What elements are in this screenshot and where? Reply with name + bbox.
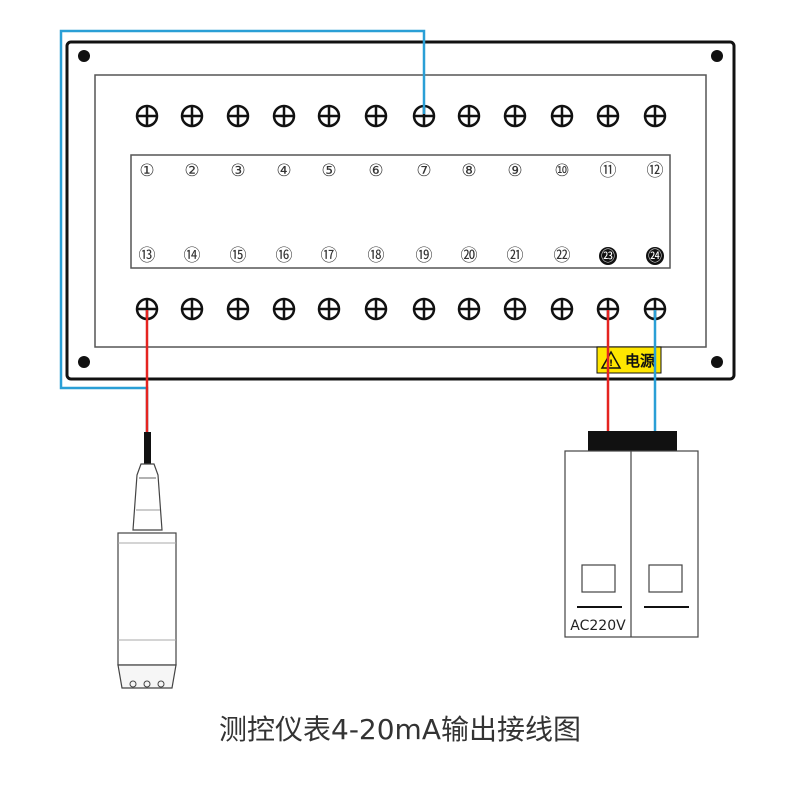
terminal-screw <box>457 297 481 321</box>
svg-text:!: ! <box>609 359 613 369</box>
terminal-number: ⑭ <box>184 246 201 266</box>
terminal-screw <box>272 104 296 128</box>
terminal-number-strip <box>130 154 671 269</box>
terminal-number: ⑫ <box>647 161 664 181</box>
terminal-number: ⑰ <box>321 246 338 266</box>
terminal-screw <box>364 104 388 128</box>
terminal-number: ㉓ <box>601 249 615 265</box>
terminal-screw <box>226 104 250 128</box>
terminal-number: ⑪ <box>600 161 617 181</box>
top-number-row: ① ② ③ ④ ⑤ ⑥ ⑦ ⑧ ⑨ ⑩ ⑪ ⑫ <box>139 161 663 181</box>
terminal-screw <box>135 104 159 128</box>
terminal-highlight <box>599 247 617 265</box>
terminal-number: ② <box>184 161 199 181</box>
pressure-transmitter <box>117 463 177 689</box>
terminal-screw <box>317 104 341 128</box>
terminal-number: ③ <box>230 161 245 181</box>
terminal-screw <box>317 297 341 321</box>
sensor-cable <box>144 432 151 464</box>
terminal-number: ⑨ <box>507 161 522 181</box>
terminal-screw <box>364 297 388 321</box>
terminal-screw <box>180 297 204 321</box>
power-label: 电源 <box>625 352 655 370</box>
terminal-number: ① <box>139 161 154 181</box>
terminal-screw <box>180 104 204 128</box>
mounting-hole <box>78 356 90 368</box>
terminal-number: ⑳ <box>461 246 478 266</box>
terminal-screw <box>550 104 574 128</box>
circuit-breaker <box>564 431 699 638</box>
mounting-hole <box>78 50 90 62</box>
terminal-highlight <box>646 247 664 265</box>
diagram-caption: 测控仪表4-20mA输出接线图 <box>219 713 581 746</box>
terminal-screw <box>596 104 620 128</box>
terminal-screw <box>226 297 250 321</box>
terminal-number: ⑯ <box>276 246 293 266</box>
terminal-number: ㉒ <box>554 246 571 266</box>
terminal-screw <box>272 297 296 321</box>
terminal-number: ⑮ <box>230 246 247 266</box>
breaker-terminal-left <box>581 564 616 593</box>
terminal-number: ㉑ <box>507 246 524 266</box>
terminal-screw <box>503 297 527 321</box>
terminal-screw <box>457 104 481 128</box>
terminal-screw <box>503 104 527 128</box>
terminal-number: ④ <box>276 161 291 181</box>
terminal-screw <box>412 297 436 321</box>
terminal-number: ⑲ <box>416 246 433 266</box>
terminal-number: ㉔ <box>648 249 662 265</box>
terminal-screw <box>412 104 436 128</box>
terminal-number: ⑬ <box>139 246 156 266</box>
mounting-hole <box>711 50 723 62</box>
warning-triangle-icon <box>600 350 622 369</box>
terminal-number: ⑦ <box>416 161 431 181</box>
breaker-terminal-right <box>648 564 683 593</box>
terminal-screw <box>550 297 574 321</box>
terminal-number: ⑩ <box>554 161 569 181</box>
mounting-hole <box>711 356 723 368</box>
bottom-number-row: ⑬ ⑭ ⑮ ⑯ ⑰ ⑱ ⑲ ⑳ ㉑ ㉒ ㉓ ㉔ <box>139 246 664 266</box>
terminal-number: ⑤ <box>321 161 336 181</box>
terminal-screw <box>643 297 667 321</box>
terminal-screw <box>643 104 667 128</box>
terminal-number: ⑧ <box>461 161 476 181</box>
bottom-screw-row <box>135 297 667 321</box>
breaker-voltage-label: AC220V <box>570 618 626 634</box>
top-screw-row <box>135 104 667 128</box>
terminal-number: ⑥ <box>368 161 383 181</box>
terminal-number: ⑱ <box>368 246 385 266</box>
